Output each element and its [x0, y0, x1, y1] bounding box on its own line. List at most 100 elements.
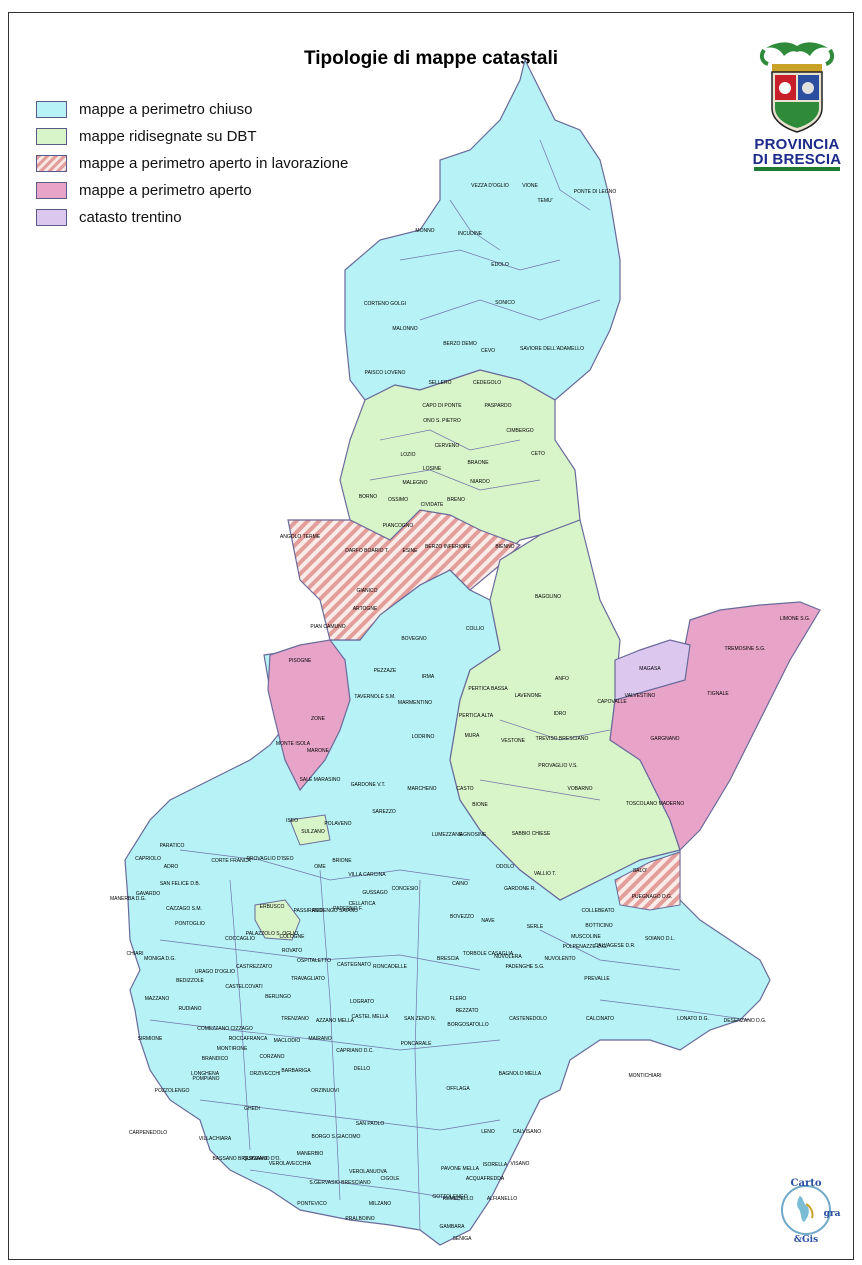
province-coat-of-arms-icon	[759, 42, 835, 133]
town-label: LONGHENA	[191, 1071, 220, 1077]
legend-label: mappe a perimetro aperto	[79, 182, 252, 199]
town-label: RUDIANO	[178, 1006, 201, 1012]
town-label: CAPOVALLE	[597, 699, 627, 705]
town-label: S.GERVASIO BRESCIANO	[309, 1180, 370, 1186]
town-label: BORGO S.GIACOMO	[312, 1134, 361, 1140]
town-label: POZZOLENGO	[155, 1088, 190, 1094]
legend-swatch-ridisegnate-dbt	[36, 128, 67, 145]
town-label: OME	[314, 864, 326, 870]
cartografia-gis-logo: Carto gra &Gis	[770, 1176, 842, 1245]
town-label: CAZZAGO S.M.	[166, 906, 202, 912]
town-label: SIRMIONE	[138, 1036, 163, 1042]
region-in-lavorazione-manerba	[614, 851, 681, 911]
town-label: ANFO	[555, 676, 569, 682]
town-label: VALVESTINO	[625, 693, 656, 699]
town-label: MANERBIO	[297, 1151, 324, 1157]
town-label: BERLINGO	[265, 994, 291, 1000]
town-label: COMEZZANO CIZZAGO	[197, 1026, 253, 1032]
town-label: MURA	[465, 733, 480, 739]
town-label: BRENO	[447, 497, 465, 503]
town-label: CETO	[531, 451, 545, 457]
town-label: PADENGHE S.G.	[505, 964, 544, 970]
town-label: CASTEGNATO	[337, 962, 371, 968]
town-label: CAPRIANO D.C.	[336, 1048, 374, 1054]
town-label: REMEDELLO	[443, 1196, 474, 1202]
legend-label: mappe ridisegnate su DBT	[79, 128, 257, 145]
town-label: CASTELCOVATI	[225, 984, 262, 990]
town-label: TEMU'	[537, 198, 552, 204]
town-label: ACQUAFREDDA	[466, 1176, 505, 1182]
town-label: COLOGNE	[279, 934, 305, 940]
town-label: CIVIDATE	[421, 502, 444, 508]
town-label: PONTOGLIO	[175, 921, 205, 927]
legend-label: mappe a perimetro aperto in lavorazione	[79, 155, 349, 172]
region-ridisegnate-dbt-passirano	[254, 899, 301, 941]
town-label: URAGO D'OGLIO	[195, 969, 235, 975]
town-label: ESINE	[402, 548, 418, 554]
town-label: MAZZANO	[145, 996, 170, 1002]
town-label: PAVONE MELLA	[441, 1166, 480, 1172]
svg-text:gra: gra	[824, 1209, 841, 1219]
town-label: NIARDO	[470, 479, 490, 485]
town-label: TRAVAGLIATO	[291, 976, 325, 982]
town-label: BORGOSATOLLO	[447, 1022, 488, 1028]
town-label: PUEGNAGO D.G.	[632, 894, 673, 900]
town-label: PREVALLE	[584, 976, 610, 982]
town-label: BAGNOLO MELLA	[499, 1071, 542, 1077]
legend-item-perimetro-aperto: mappe a perimetro aperto	[36, 177, 348, 204]
town-label: VOBARNO	[567, 786, 592, 792]
legend-swatch-perimetro-chiuso	[36, 101, 67, 118]
town-label: ISEO	[286, 818, 298, 824]
town-label: CORTENO GOLGI	[364, 301, 406, 307]
town-label: TIGNALE	[707, 691, 729, 697]
town-label: ONO S. PIETRO	[423, 418, 461, 424]
legend-label: mappe a perimetro chiuso	[79, 101, 253, 118]
town-label: AZZANO MELLA	[316, 1018, 355, 1024]
town-label: MILZANO	[369, 1201, 391, 1207]
town-label: TOSCOLANO MADERNO	[626, 801, 684, 807]
logo-green-bar	[754, 167, 840, 171]
town-label: VILLA CARCINA	[348, 872, 386, 878]
town-label: GUSSAGO	[362, 890, 387, 896]
town-label: CASTO	[456, 786, 473, 792]
town-label: MAGASA	[639, 666, 661, 672]
legend-item-ridisegnate-dbt: mappe ridisegnate su DBT	[36, 123, 348, 150]
town-label: NUVOLERA	[494, 954, 522, 960]
town-label: SONICO	[495, 300, 515, 306]
town-label: BARBARIGA	[281, 1068, 311, 1074]
town-label: BOVEGNO	[401, 636, 426, 642]
town-label: CHIARI	[127, 951, 144, 957]
town-labels: VEZZA D'OGLIO VIONE PONTE DI LEGNO TEMU'…	[110, 183, 810, 1242]
town-label: PAISCO LOVENO	[365, 370, 406, 376]
town-label: CELLATICA	[349, 901, 377, 907]
town-label: ANGOLO TERME	[280, 534, 321, 540]
town-label: LUMEZZANE	[432, 832, 463, 838]
town-label: SULZANO	[301, 829, 325, 835]
town-label: CASTENEDOLO	[509, 1016, 547, 1022]
legend-label: catasto trentino	[79, 209, 182, 226]
town-label: TREMOSINE S.G.	[724, 646, 765, 652]
town-label: PONCARALE	[401, 1041, 433, 1047]
town-label: SAN FELICE D.B.	[160, 881, 200, 887]
town-label: SALE MARASINO	[300, 777, 341, 783]
town-label: COLLIO	[466, 626, 484, 632]
legend-swatch-perimetro-aperto	[36, 182, 67, 199]
town-label: GHEDI	[244, 1106, 260, 1112]
town-label: MONTIRONE	[217, 1046, 248, 1052]
town-label: TRENZANO	[281, 1016, 309, 1022]
town-label: GAMBARA	[439, 1224, 465, 1230]
town-label: VEZZA D'OGLIO	[471, 183, 509, 189]
town-label: CIMBERGO	[506, 428, 533, 434]
town-label: PONTE DI LEGNO	[574, 189, 617, 195]
provincia-di-brescia-logo: PROVINCIA DI BRESCIA	[750, 38, 844, 172]
town-label: PERTICA BASSA	[468, 686, 508, 692]
town-label: SAVIORE DELL'ADAMELLO	[520, 346, 584, 352]
town-label: MONIGA D.G.	[144, 956, 176, 962]
town-label: ARTOGNE	[353, 606, 378, 612]
legend-item-in-lavorazione: mappe a perimetro aperto in lavorazione	[36, 150, 348, 177]
town-label: DARFO BOARIO T.	[345, 548, 389, 554]
town-label: MONTICHIARI	[628, 1073, 661, 1079]
town-label: GARGNANO	[650, 736, 679, 742]
town-label: ODOLO	[496, 864, 514, 870]
